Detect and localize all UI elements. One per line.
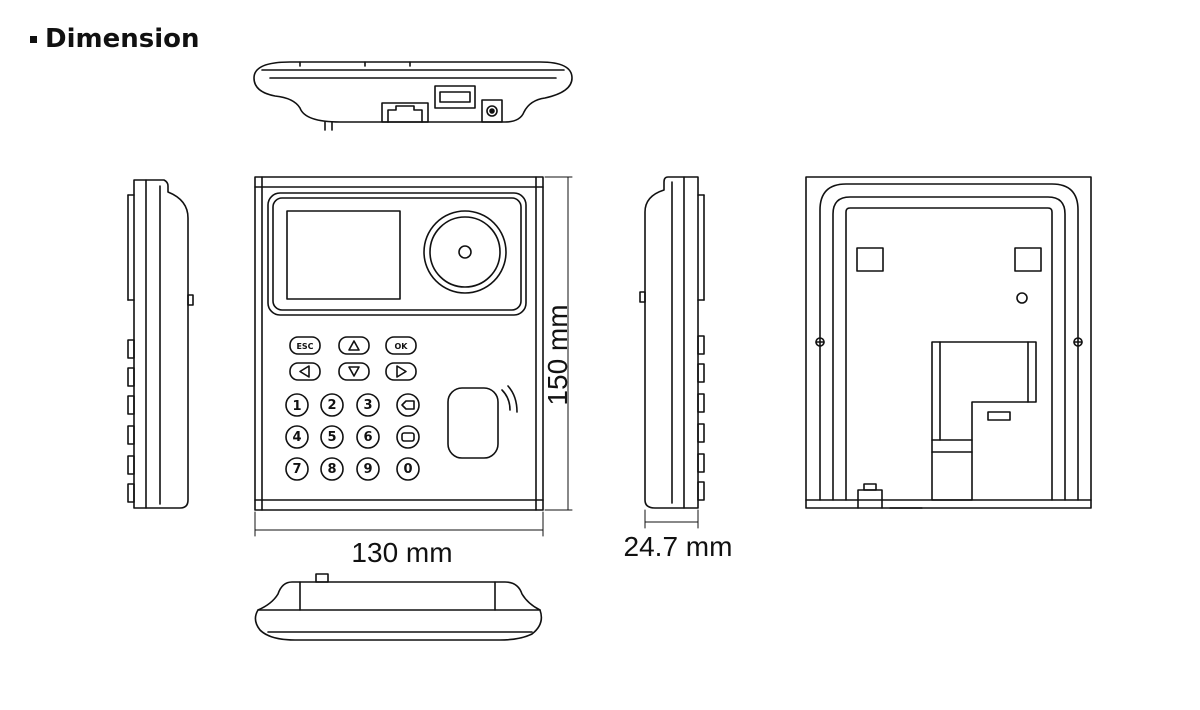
back-view <box>805 176 1092 509</box>
key-1-label: 1 <box>292 399 301 414</box>
key-3-label: 3 <box>363 398 372 413</box>
ok-key-label: OK <box>395 342 409 351</box>
keypad-function-keys: ESC OK <box>289 336 417 381</box>
esc-key <box>289 336 321 355</box>
depth-dimension-label: 24.7 mm <box>624 531 733 562</box>
key-2-label: 2 <box>327 398 336 413</box>
key-7 <box>285 457 309 481</box>
height-dimension-label: 150 mm <box>542 304 573 405</box>
page-title: Dimension <box>30 24 200 54</box>
key-9 <box>356 457 380 481</box>
front-view <box>254 176 544 511</box>
key-7-label: 7 <box>292 462 301 477</box>
mounting-hole-left <box>856 247 884 272</box>
left-side-view <box>127 179 194 509</box>
arrow-right-icon <box>396 365 407 378</box>
arrow-left-icon <box>299 365 310 378</box>
backspace-key <box>396 393 420 417</box>
esc-key-label: ESC <box>296 342 313 351</box>
key-2 <box>320 393 344 417</box>
left-key <box>289 362 321 381</box>
front-dimension-lines <box>254 176 573 537</box>
key-6-label: 6 <box>363 430 372 445</box>
key-5-label: 5 <box>327 430 336 445</box>
key-1 <box>285 393 309 417</box>
connector-icon <box>987 411 1011 421</box>
width-dimension-label: 130 mm <box>351 537 452 568</box>
keypad-number-keys: 1 2 3 4 5 6 7 8 9 0 <box>285 393 420 481</box>
key-8-label: 8 <box>327 462 336 477</box>
mounting-hole-right <box>1014 247 1042 272</box>
arrow-up-icon <box>348 340 360 351</box>
ok-key <box>385 336 417 355</box>
top-view <box>253 61 573 131</box>
key-5 <box>320 425 344 449</box>
bullet-icon <box>30 35 37 43</box>
up-key <box>338 336 370 355</box>
right-key <box>385 362 417 381</box>
key-8 <box>320 457 344 481</box>
key-6 <box>356 425 380 449</box>
key-3 <box>356 393 380 417</box>
key-0-label: 0 <box>403 462 412 477</box>
key-4-label: 4 <box>292 430 301 445</box>
depth-dimension-lines <box>644 509 699 529</box>
clear-key <box>396 425 420 449</box>
title-text: Dimension <box>45 24 200 54</box>
bottom-view <box>254 573 543 641</box>
key-0 <box>396 457 420 481</box>
right-side-view <box>639 176 705 509</box>
clear-icon <box>401 432 415 442</box>
arrow-down-icon <box>348 366 360 377</box>
down-key <box>338 362 370 381</box>
backspace-icon <box>401 400 415 410</box>
key-4 <box>285 425 309 449</box>
key-9-label: 9 <box>363 462 372 477</box>
